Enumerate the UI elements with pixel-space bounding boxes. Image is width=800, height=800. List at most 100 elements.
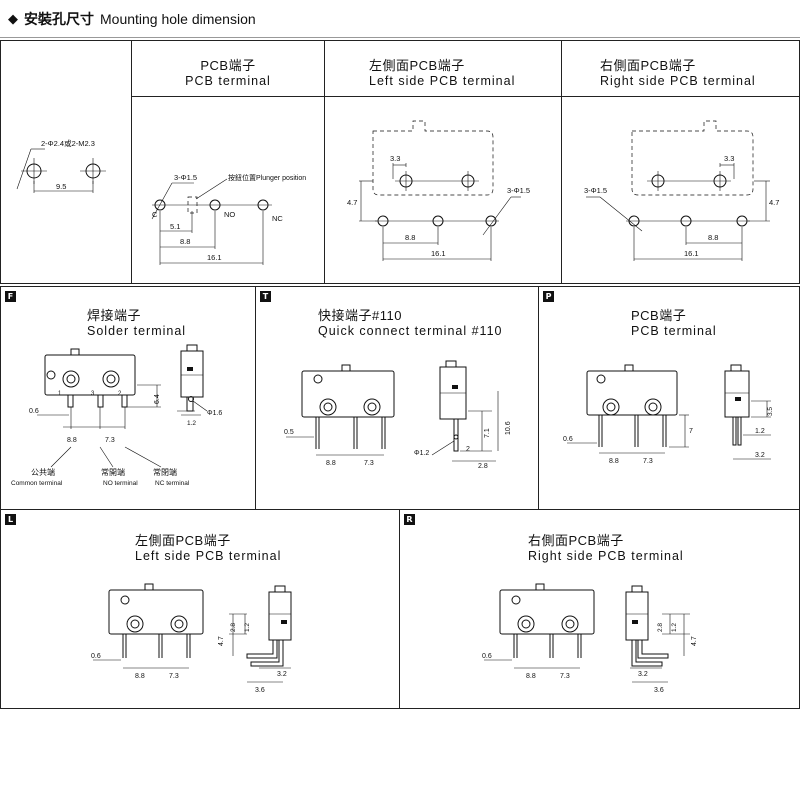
right-dim-161: 16.1 [684,249,699,258]
bl-dim-36: 3.6 [255,687,265,694]
title-divider [132,96,324,97]
br-dim-47: 4.7 [691,636,698,646]
title-cn: PCB端子 [200,58,256,73]
solder-dim-12: 1.2 [187,420,196,427]
no-terminal-en: NO terminal [103,480,138,487]
right-dim-47: 4.7 [769,198,779,207]
pcb-dim-73: 7.3 [643,458,653,465]
br-dim-73: 7.3 [560,673,570,680]
bl-dim-28: 2.8 [230,623,237,632]
pcb-dim-35: 3.5 [767,407,774,416]
br-dim-12: 1.2 [671,623,678,632]
badge-p: P [543,291,554,302]
badge-r: R [404,514,415,525]
quick-dim-12: Φ1.2 [414,450,429,457]
solder-dim-73: 7.3 [105,437,115,444]
mounting-holes-drawing: 2-Φ2.4或2-M2.3 9.5 [16,138,106,193]
pcb-dim-7: 7 [689,428,693,435]
quick-dim-106: 10.6 [505,421,512,435]
quick-dim-28: 2.8 [478,463,488,470]
title-cn: PCB端子 [631,308,687,323]
bl-dim-32: 3.2 [277,671,287,678]
panel-top-right-side-pcb: 右側面PCB端子 Right side PCB terminal 3.3 3-Φ… [561,40,800,284]
br-dim-06: 0.6 [482,653,492,660]
solder-dim-06: 0.6 [29,408,39,415]
panel-top-pcb-terminal: PCB端子 PCB terminal 3-Φ1.5 按鈕位置Plunger po… [131,40,325,284]
br-dim-32: 3.2 [638,671,648,678]
header-title-cn: 安裝孔尺寸 [24,12,94,28]
left-dim-161: 16.1 [431,249,446,258]
pcb-pin-no: NO [224,210,235,219]
quick-dim-71: 7.1 [484,428,491,438]
right-dim-88: 8.8 [708,233,718,242]
common-terminal-en: Common terminal [11,480,63,487]
bl-dim-47: 4.7 [218,636,225,646]
pin-label-1: 1 [58,391,62,397]
no-terminal-cn: 常開端 [101,467,125,477]
bl-dim-88: 8.8 [135,673,145,680]
mount-dim-95: 9.5 [56,182,66,191]
nc-terminal-en: NC terminal [155,480,190,487]
title-en: Quick connect terminal #110 [318,324,503,338]
pcb-plunger-label: 按鈕位置Plunger position [228,173,306,182]
left-dim-33: 3.3 [390,154,400,163]
badge-t: T [260,291,271,302]
bl-dim-12: 1.2 [244,623,251,632]
section-header: ◆ 安裝孔尺寸 Mounting hole dimension [8,8,256,30]
common-terminal-cn: 公共端 [31,467,55,477]
panel-solder-terminal: F 焊接端子 Solder terminal 1 3 2 6.4 0.6 8.8… [0,286,256,510]
pcb-dim-06: 0.6 [563,436,573,443]
header-divider [0,37,800,38]
bl-dim-73: 7.3 [169,673,179,680]
title-en: Right side PCB terminal [600,74,756,88]
bl-dim-06: 0.6 [91,653,101,660]
br-dim-88: 8.8 [526,673,536,680]
title-cn: 快接端子#110 [318,308,402,323]
pcb-dim-161: 16.1 [207,253,222,262]
title-cn: 左側面PCB端子 [369,58,465,73]
pcb-holes-label: 3-Φ1.5 [174,173,197,182]
pcb-terminal-holes-drawing: 3-Φ1.5 按鈕位置Plunger position C NO NC 5.1 … [151,173,306,265]
pcb-dim-32: 3.2 [755,452,765,459]
panel-mounting-holes: 2-Φ2.4或2-M2.3 9.5 [0,40,132,284]
title-en: Left side PCB terminal [369,74,516,88]
title-en: Solder terminal [87,324,187,338]
title-en: PCB terminal [185,74,271,88]
panel-top-left-side-pcb: 左側面PCB端子 Left side PCB terminal 3.3 4.7 … [324,40,562,284]
solder-dim-64: 6.4 [154,394,161,404]
badge-l: L [5,514,16,525]
left-dim-47: 4.7 [347,198,357,207]
right-holes-label: 3-Φ1.5 [584,186,607,195]
pcb-pin-nc: NC [272,214,283,223]
title-cn: 左側面PCB端子 [135,533,231,548]
mid-pcb-drawing: 7 0.6 8.8 7.3 3.5 1.2 3.2 [563,364,774,465]
pcb-dim-51: 5.1 [170,222,180,231]
panel-bottom-right-side-pcb: R 右側面PCB端子 Right side PCB terminal 0.6 8… [399,509,800,709]
panel-quick-connect-terminal: T 快接端子#110 Quick connect terminal #110 0… [255,286,539,510]
solder-terminal-drawing: 1 3 2 6.4 0.6 8.8 7.3 Φ1.6 1.2 公共端 Commo… [11,344,222,487]
nc-terminal-cn: 常閉端 [153,467,177,477]
pcb-dim-12: 1.2 [755,428,765,435]
bottom-right-drawing: 0.6 8.8 7.3 2.8 1.2 4.7 3.2 3.6 [482,583,698,694]
solder-dim-88: 8.8 [67,437,77,444]
panel-mid-pcb-terminal: P PCB端子 PCB terminal 7 0.6 8.8 7.3 3.5 1… [538,286,800,510]
quick-dim-2: 2 [466,446,470,453]
quick-dim-88: 8.8 [326,460,336,467]
br-dim-28: 2.8 [657,623,664,632]
title-divider [562,96,799,97]
right-dim-33: 3.3 [724,154,734,163]
mount-hole-label: 2-Φ2.4或2-M2.3 [41,138,95,148]
quick-dim-73: 7.3 [364,460,374,467]
br-dim-36: 3.6 [654,687,664,694]
title-en: Right side PCB terminal [528,549,684,563]
pcb-pin-c: C [152,210,158,219]
badge-f: F [5,291,16,302]
title-cn: 焊接端子 [87,308,142,323]
pcb-dim-88: 8.8 [609,458,619,465]
solder-dim-16: Φ1.6 [207,410,222,417]
diamond-icon: ◆ [8,11,18,27]
pin-label-3: 3 [91,391,95,397]
left-side-holes-drawing: 3.3 4.7 3-Φ1.5 8.8 16.1 [347,120,530,261]
right-side-holes-drawing: 3.3 3-Φ1.5 4.7 8.8 16.1 [584,120,779,261]
header-title-en: Mounting hole dimension [100,11,256,27]
